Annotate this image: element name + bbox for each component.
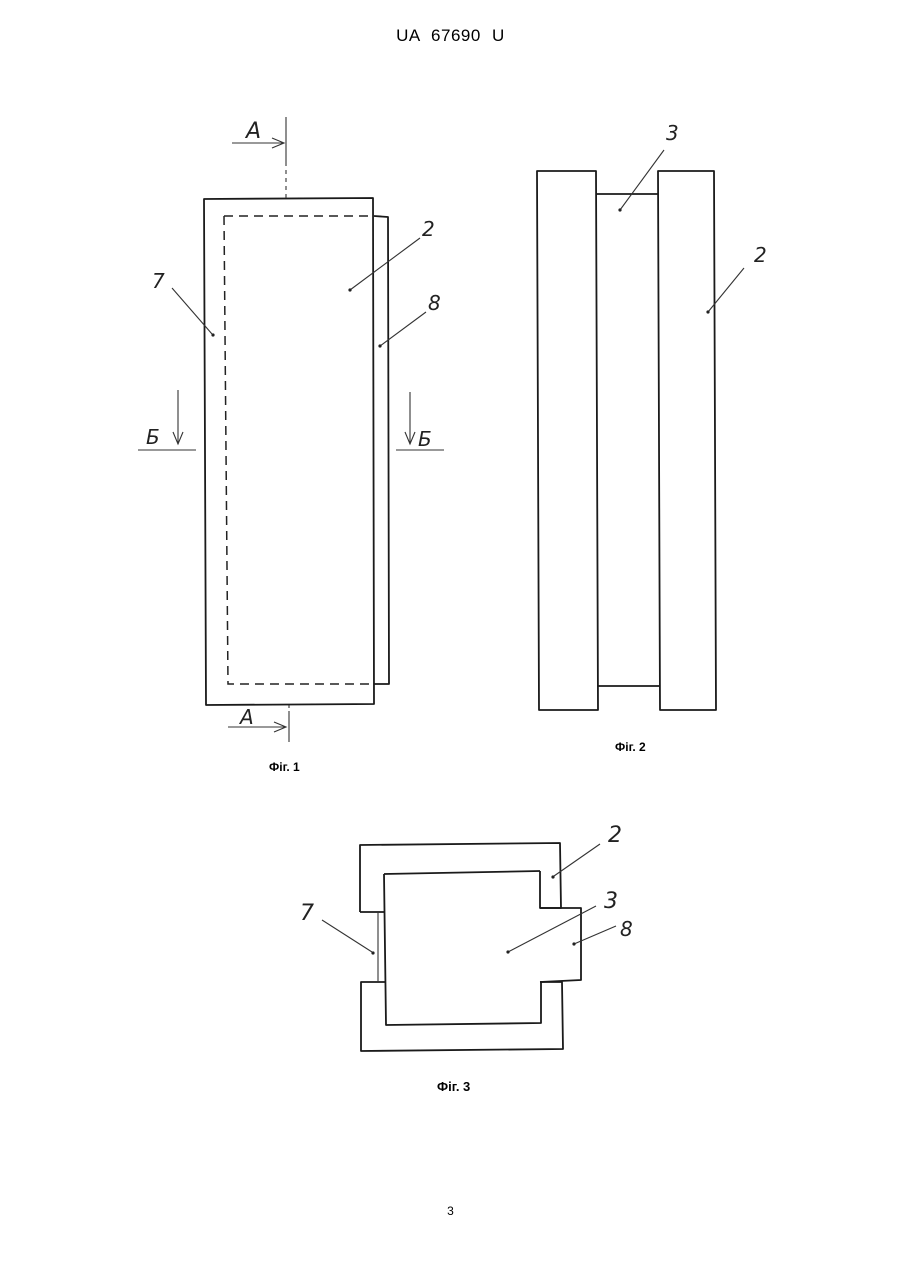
fig1-label-section-a-bottom: А — [238, 705, 254, 729]
fig3-caption: Фіг. 3 — [437, 1079, 470, 1094]
figure-2: 3 2 — [537, 121, 767, 710]
fig2-label-ref-3: 3 — [666, 121, 679, 145]
fig1-hidden-outline — [224, 216, 374, 684]
fig1-label-ref-2: 2 — [422, 217, 435, 241]
fig3-leader-8-dot — [572, 942, 575, 945]
page-number: 3 — [0, 1204, 901, 1218]
fig1-label-section-b-right: Б — [418, 427, 432, 451]
fig1-outer-frame — [204, 198, 374, 705]
fig3-label-ref-8: 8 — [620, 917, 633, 941]
figure-3: 2 7 3 8 — [300, 823, 633, 1051]
fig1-leader-7 — [172, 288, 212, 334]
fig3-inner-part-3 — [384, 871, 541, 1025]
fig3-leader-3-dot — [506, 950, 509, 953]
fig1-leader-2 — [350, 238, 420, 290]
fig2-leader-2 — [708, 268, 744, 312]
fig2-middle-part-3 — [596, 194, 659, 686]
fig2-leader-3-dot — [618, 208, 621, 211]
fig1-caption: Фіг. 1 — [269, 760, 300, 774]
fig1-leader-8 — [380, 312, 426, 346]
fig3-label-ref-2: 2 — [608, 823, 622, 848]
fig1-leader-7-dot — [211, 333, 214, 336]
fig2-left-plate — [537, 171, 598, 710]
fig3-leader-3 — [508, 906, 596, 952]
fig3-leader-2-dot — [551, 875, 554, 878]
fig2-label-ref-2: 2 — [754, 243, 767, 267]
fig2-leader-2-dot — [706, 310, 709, 313]
fig3-leader-7-dot — [371, 951, 374, 954]
fig3-label-ref-3: 3 — [604, 889, 618, 914]
fig1-label-ref-8: 8 — [428, 291, 441, 315]
fig1-label-section-b-left: Б — [146, 425, 160, 449]
fig1-label-section-a-top: А — [244, 119, 261, 144]
figure-1: А А Б Б 7 2 8 — [138, 117, 444, 742]
fig1-leader-2-dot — [348, 288, 351, 291]
fig2-right-plate-part-2 — [658, 171, 716, 710]
fig3-label-ref-7: 7 — [300, 901, 314, 926]
fig1-insert-part-8 — [374, 216, 389, 684]
fig1-label-ref-7: 7 — [152, 269, 165, 293]
fig2-caption: Фіг. 2 — [615, 740, 646, 754]
fig3-leader-7 — [322, 920, 372, 952]
fig1-leader-8-dot — [378, 344, 381, 347]
